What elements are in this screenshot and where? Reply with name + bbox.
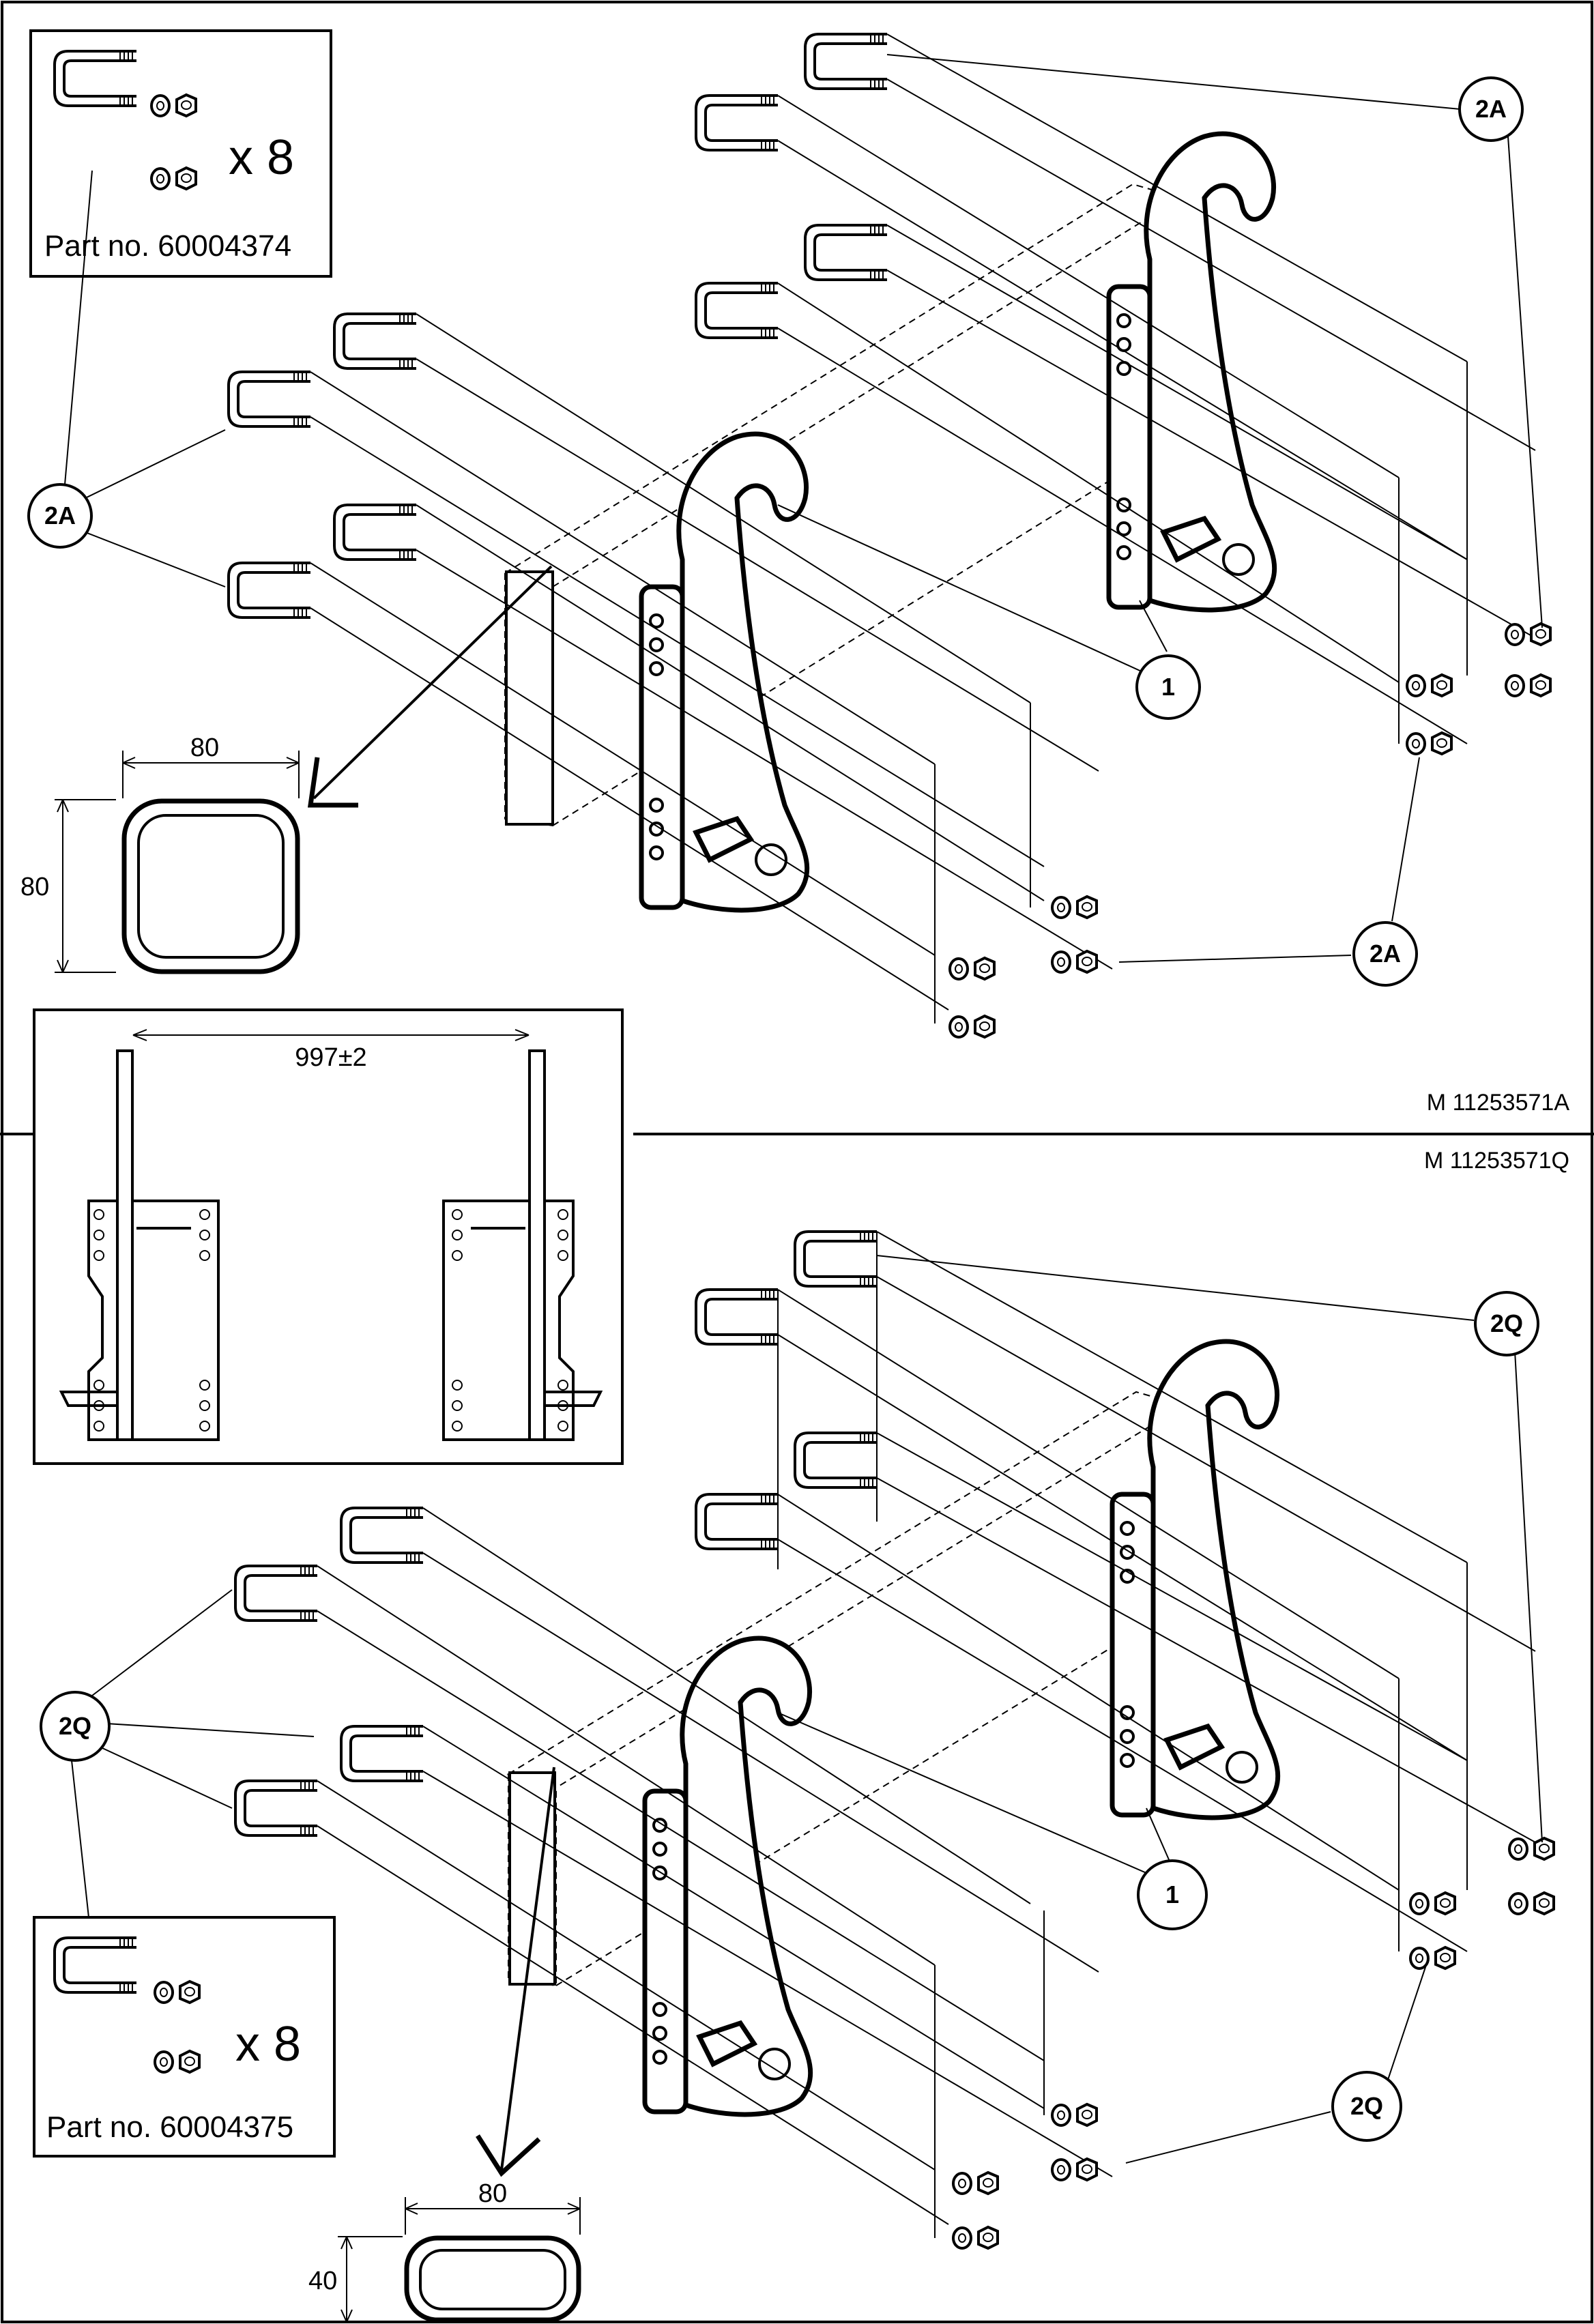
svg-text:1: 1 [1165,1880,1179,1908]
svg-text:2Q: 2Q [1490,1309,1523,1337]
top-drawing-ref: M 11253571A [1427,1090,1570,1116]
svg-text:1: 1 [1161,673,1175,701]
top-profile-width: 80 [190,733,219,762]
bottom-beam [506,1391,1186,1987]
svg-text:2A: 2A [1475,95,1507,123]
svg-text:2Q: 2Q [59,1712,91,1740]
bottom-drawing-ref: M 11253571Q [1424,1148,1569,1174]
svg-text:2Q: 2Q [1350,2092,1383,2120]
bottom-bracket-rear [1112,1341,1278,1818]
top-profile-section: 80 80 [20,565,553,974]
bottom-beam-end [508,1771,556,1986]
svg-text:2A: 2A [44,502,76,529]
callout-2a-bottom-right: 2A [1118,757,1420,987]
top-bracket-front [641,434,807,910]
bottom-kit-box: x 8 Part no. 60004375 [33,1916,336,2158]
top-kit-box: x 8 Part no. 60004374 [29,29,332,278]
bottom-profile-height: 40 [308,2267,337,2295]
bottom-bracket-front [645,1638,811,2115]
top-kit-part-number: Part no. 60004374 [44,229,291,263]
bottom-assembly: M 11253571Q [33,1148,1569,2323]
top-profile-height: 80 [20,873,49,901]
svg-text:2A: 2A [1370,940,1401,968]
callout-2q-left: 2Q [40,1589,315,1918]
detail-spacing-dim: 997±2 [295,1043,366,1072]
callout-2a-top-right: 2A [886,54,1543,628]
top-assembly: 2A 2A 2A 1 x 8 Part no. 60 [20,29,1570,1116]
top-bracket-rear [1109,134,1275,610]
callout-1-bottom: 1 [777,1712,1208,1930]
callout-2q-bottom-right: 2Q [1125,1964,1427,2164]
top-kit-quantity: x 8 [229,130,294,185]
top-beam-end [505,570,554,826]
callout-1-top: 1 [777,504,1201,720]
bottom-kit-quantity: x 8 [235,2017,301,2072]
bottom-kit-part-number: Part no. 60004375 [46,2110,293,2144]
bottom-profile-section: 80 40 [308,1767,581,2323]
callout-2q-top-right: 2Q [876,1255,1543,1843]
detail-view: 997±2 [33,1008,624,1465]
callout-2a-left: 2A [27,170,226,587]
bottom-profile-width: 80 [478,2179,507,2208]
